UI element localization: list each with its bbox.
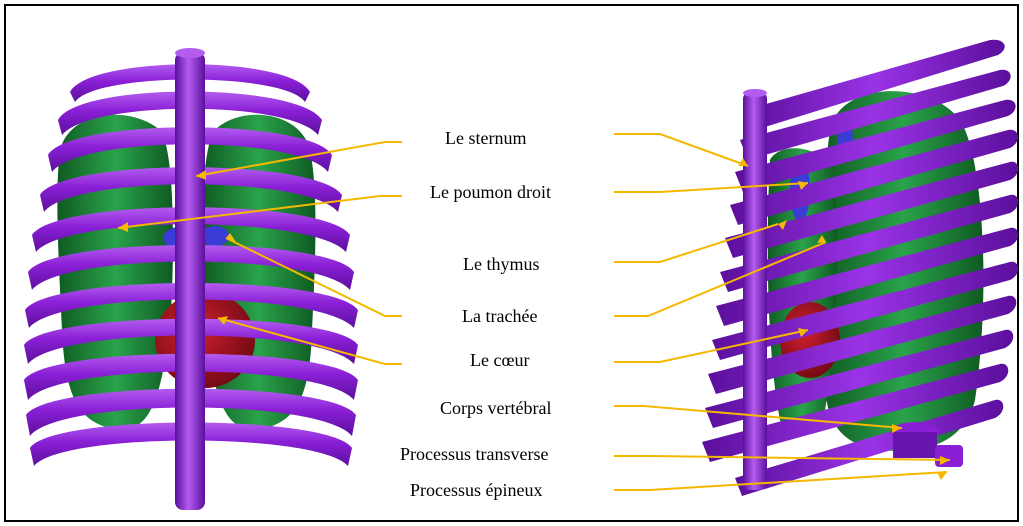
transverse-process-shape: [893, 432, 937, 458]
oblique-sternum-top: [743, 89, 767, 97]
label-sternum: Le sternum: [445, 128, 526, 148]
label-spinous-process: Processus épineux: [410, 480, 542, 500]
spinous-process-shape: [935, 445, 963, 467]
label-transverse-process: Processus transverse: [400, 444, 548, 464]
front-sternum-top: [175, 48, 205, 58]
left-lung-shape: [57, 115, 173, 430]
label-heart: Le cœur: [470, 350, 529, 370]
pointer-sternum-oblique: [614, 134, 748, 166]
label-thymus: Le thymus: [463, 254, 540, 274]
trachea-shape: [201, 226, 229, 246]
label-trachea: La trachée: [462, 306, 537, 326]
label-vertebral-body: Corps vertébral: [440, 398, 551, 418]
oblique-view: [702, 40, 1018, 496]
front-sternum: [175, 52, 205, 510]
oblique-sternum: [743, 92, 767, 490]
label-right-lung: Le poumon droit: [430, 182, 551, 202]
